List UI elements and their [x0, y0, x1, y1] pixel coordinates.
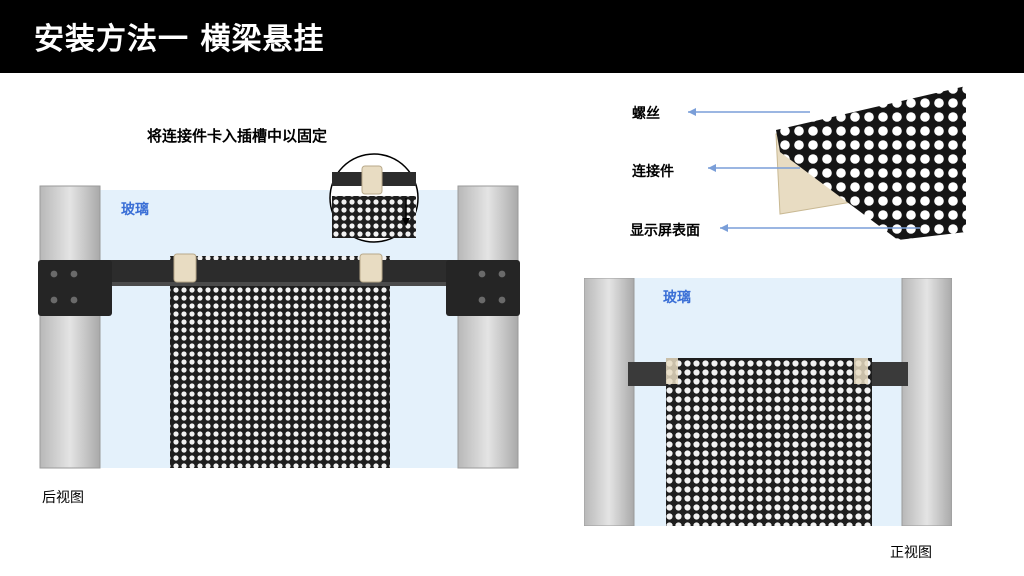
label-connector: 连接件: [632, 164, 674, 180]
page-title: 安装方法一 横梁悬挂: [34, 22, 325, 57]
panel-surface: [776, 86, 966, 240]
label-display-surface: 显示屏表面: [630, 223, 700, 239]
display-panel-front: [666, 358, 872, 526]
rear-glass-label: 玻璃: [121, 202, 149, 218]
rear-view-instruction: 将连接件卡入插槽中以固定: [147, 127, 328, 145]
rear-view-diagram: [38, 153, 520, 469]
front-view-caption: 正视图: [890, 545, 932, 561]
right-post: [457, 185, 519, 469]
left-post: [39, 185, 101, 469]
rear-view-caption: 后视图: [42, 490, 84, 506]
connector-detail-diagram: [688, 86, 966, 240]
right-post-front: [901, 278, 952, 526]
left-bracket: [38, 260, 112, 316]
left-post-front: [584, 278, 635, 526]
label-screw: 螺丝: [632, 106, 660, 122]
front-view-diagram: [584, 278, 952, 526]
connector-right: [359, 253, 383, 283]
connector-left: [173, 253, 197, 283]
front-glass-label: 玻璃: [663, 290, 691, 306]
title-bar: 安装方法一 横梁悬挂: [0, 0, 1024, 73]
display-panel: [170, 256, 390, 468]
right-bracket: [446, 260, 520, 316]
crossbeam: [96, 260, 462, 284]
